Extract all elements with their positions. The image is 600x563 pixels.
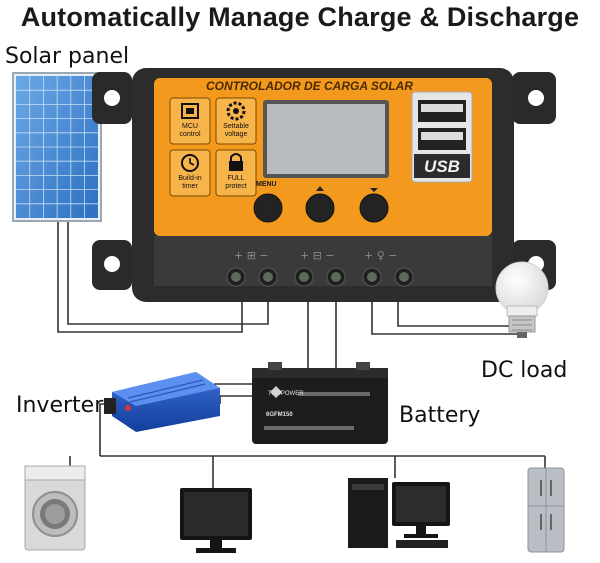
feature-box	[215, 97, 257, 145]
arrow-up-icon	[316, 186, 324, 191]
battery-label: Battery	[399, 403, 481, 428]
feature-label: voltage	[224, 131, 248, 138]
arrow-down-icon	[370, 188, 378, 192]
monitor-icon	[180, 488, 252, 553]
inverter	[104, 372, 220, 432]
feature-box	[169, 149, 211, 197]
inverter-label: Inverter	[16, 393, 104, 418]
down-button[interactable]	[359, 193, 389, 223]
refrigerator-icon	[527, 467, 565, 553]
feature-label: protect	[225, 183, 247, 190]
menu-button[interactable]	[253, 193, 283, 223]
lcd-screen	[267, 104, 385, 174]
solar-panel	[12, 72, 102, 222]
dc-load-bulb	[495, 261, 549, 338]
svg-text:+ ⊟ −: + ⊟ −	[300, 249, 335, 262]
solar-panel-label: Solar panel	[5, 44, 130, 69]
up-button[interactable]	[305, 193, 335, 223]
controller-title: CONTROLADOR DE CARGA SOLAR	[206, 79, 413, 93]
feature-label: control	[179, 131, 201, 138]
usb-label: USB	[424, 157, 460, 176]
feature-label: FULL	[227, 175, 245, 182]
usb-badge	[414, 154, 470, 178]
feature-label: MCU	[182, 123, 198, 130]
feature-label: timer	[182, 183, 198, 190]
battery-logo-icon	[270, 386, 282, 398]
desktop-computer-icon	[348, 478, 450, 548]
dc-load-label: DC load	[481, 358, 568, 383]
menu-label: MENU	[256, 181, 277, 188]
terminal-symbols: + ⊞ − + ⊟ − + ♀ −	[234, 249, 397, 262]
feature-box	[215, 149, 257, 197]
battery-brand: TOOPOWER	[268, 391, 304, 397]
battery-model: 6GFM150	[266, 412, 293, 418]
charge-controller: + ⊞ − + ⊟ − + ♀ −	[92, 68, 556, 302]
battery	[252, 362, 388, 444]
svg-text:+ ⊞ −: + ⊞ −	[234, 249, 269, 262]
washing-machine-icon	[24, 465, 86, 551]
feature-label: Build-in	[178, 175, 202, 182]
feature-box	[169, 97, 211, 145]
svg-text:+ ♀ −: + ♀ −	[364, 249, 397, 262]
headline: Automatically Manage Charge & Discharge	[20, 2, 580, 32]
feature-label: Settable	[223, 123, 249, 130]
